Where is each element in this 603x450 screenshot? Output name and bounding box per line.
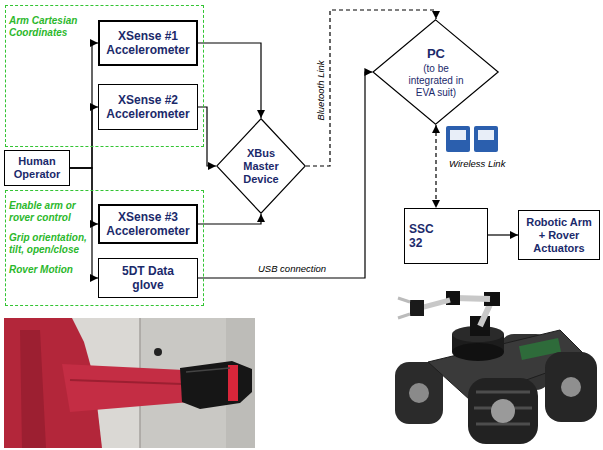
box-label: 5DT Data glove xyxy=(113,264,183,292)
group-label: Arm Cartesian Coordinates xyxy=(9,15,88,39)
connector xyxy=(435,125,436,208)
sensor-box: XSense #3 Accelerometer xyxy=(98,204,198,244)
connector xyxy=(70,107,98,168)
connector xyxy=(198,214,261,224)
robot-rover xyxy=(395,291,597,444)
link-label: Bluetooth Link xyxy=(315,59,326,121)
computer-diamond: PC(to be integrated in EVA suit) xyxy=(372,19,499,125)
operator-photo xyxy=(4,318,255,448)
connector xyxy=(198,72,372,278)
sensor-box: XSense #1 Accelerometer xyxy=(98,20,198,66)
group-label: Grip orientation, tilt, open/close xyxy=(9,232,88,256)
connector xyxy=(198,107,216,166)
box-label: Robotic Arm + Rover Actuators xyxy=(522,216,596,255)
box-label: XSense #1 Accelerometer xyxy=(103,29,193,57)
xbee-modules xyxy=(446,126,498,152)
connector xyxy=(70,168,98,224)
actuator-box: Robotic Arm + Rover Actuators xyxy=(518,210,600,260)
operator-box: Human Operator xyxy=(4,150,70,186)
sensor-box: XSense #2 Accelerometer xyxy=(98,84,198,130)
glove-box: 5DT Data glove xyxy=(98,258,198,298)
group-label: Rover Motion xyxy=(9,264,88,276)
group-label: Enable arm or rover control xyxy=(9,200,88,224)
connector xyxy=(70,168,98,278)
control-group: Enable arm or rover controlGrip orientat… xyxy=(5,190,204,306)
hub-diamond: XBus Master Device xyxy=(216,118,306,214)
box-label: (to be integrated in EVA suit) xyxy=(403,63,469,99)
controller-box: SSC 32 xyxy=(404,208,488,264)
link-label: USB connection xyxy=(257,263,327,274)
box-label: Human Operator xyxy=(8,155,66,181)
box-label: PC xyxy=(403,46,469,62)
connector xyxy=(70,43,98,168)
box-label: XBus Master Device xyxy=(235,147,287,186)
link-label: Wireless Link xyxy=(448,158,506,169)
box-label: SSC 32 xyxy=(409,222,441,250)
box-label: XSense #3 Accelerometer xyxy=(103,210,193,238)
box-label: XSense #2 Accelerometer xyxy=(103,93,193,121)
connector xyxy=(488,234,518,235)
sensor-group: Arm Cartesian CoordinatesXSense #1 Accel… xyxy=(5,5,204,147)
